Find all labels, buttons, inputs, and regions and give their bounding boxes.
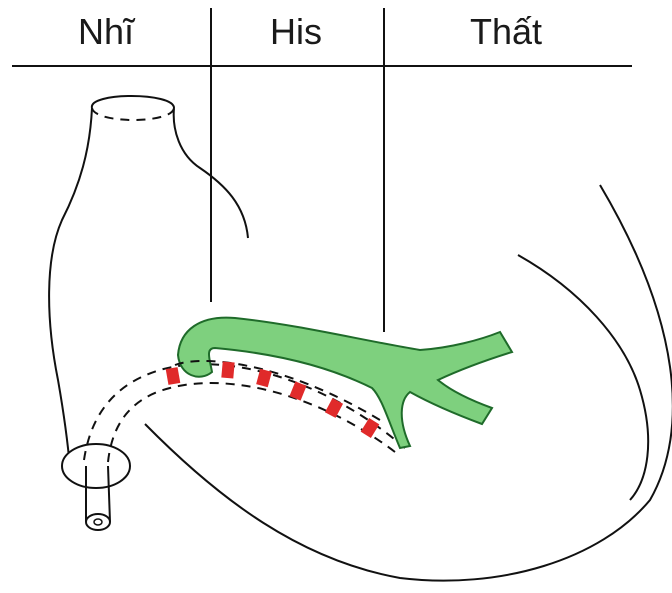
pacing-lead-dashed-inner [108,383,395,462]
vessel-top-back [92,108,174,120]
catheter-lumen [94,519,102,525]
electrode-mark [221,362,234,379]
electrode-mark [361,418,380,438]
electrode-mark [166,367,181,385]
atrium-outline [49,108,92,468]
vessel-top-front [92,96,174,108]
electrode-mark [325,398,343,418]
vessel-bottom-opening [62,444,130,488]
ventricle-inner-outline [518,255,648,500]
